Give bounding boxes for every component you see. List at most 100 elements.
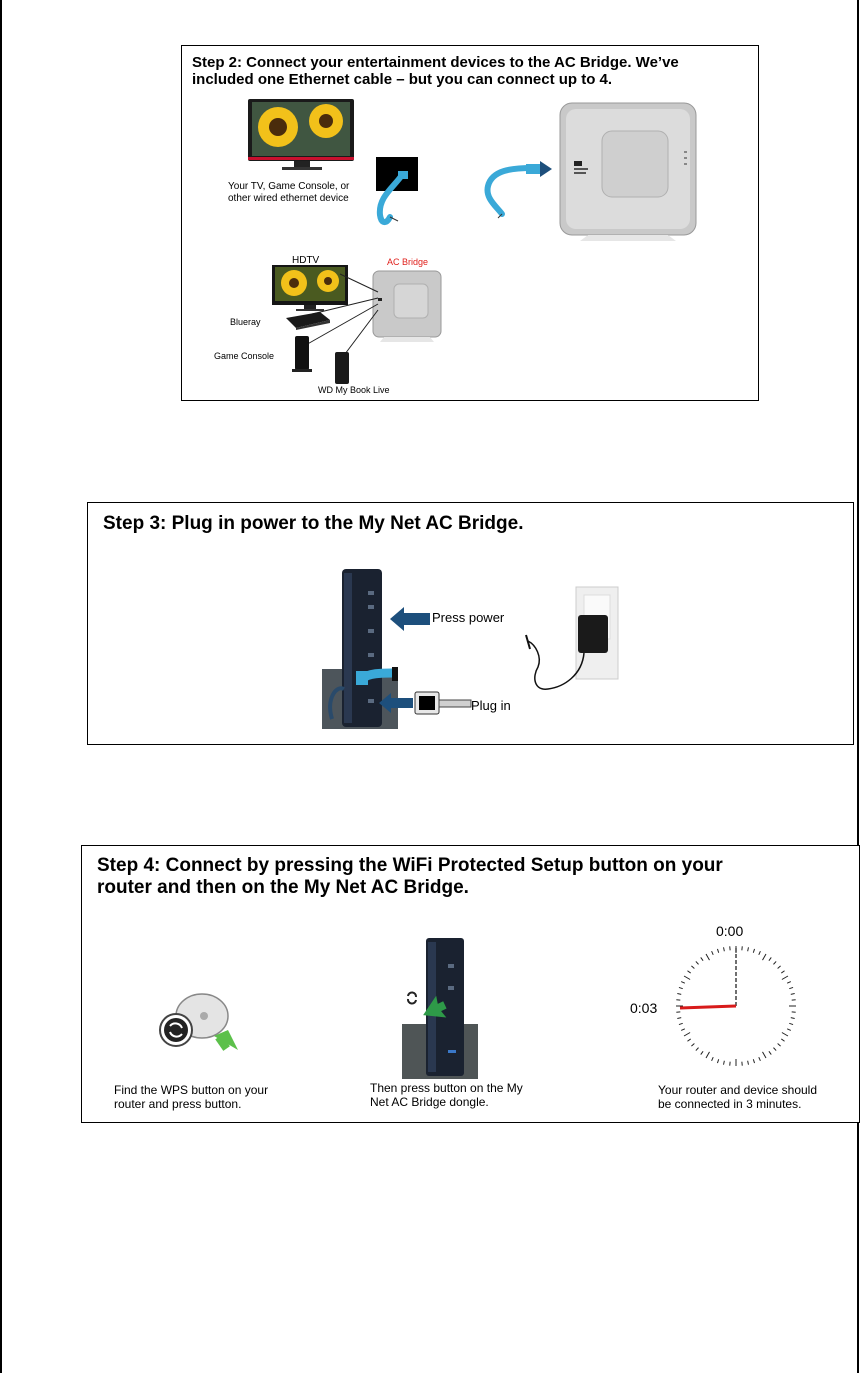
clock-tick [747,947,749,952]
clock-tick [705,953,710,961]
clock-tick [768,1051,772,1055]
tv-caption-line2: other wired ethernet device [228,193,349,204]
clock-tick [773,961,777,965]
ethernet-cable-with-arrow-image [484,161,552,219]
clock-tick [786,981,792,984]
ethernet-cable-into-port-image [376,157,418,225]
clock-tick [677,1017,682,1019]
clock-tick [716,1059,720,1064]
clock-tick [678,986,683,990]
clock-tick [762,953,767,961]
clock-tick [777,1043,781,1047]
bridge-wps-press-image [402,938,478,1079]
clock-tick [695,961,699,965]
step4-caption-clock: Your router and device should be connect… [658,1083,817,1112]
label-press-power: Press power [432,610,505,625]
wd-my-book-image [335,352,349,384]
clock-tick [691,1043,695,1047]
step4-caption-wps-line2: router and press button. [114,1097,242,1112]
page-edge-left [0,0,2,1373]
game-console-image [292,336,312,372]
clock-tick [752,1059,756,1064]
clock-tick [781,975,789,980]
clock-tick [677,993,682,995]
hdtv-image [272,265,348,311]
label-hdtv: HDTV [292,255,320,266]
connection-lines [303,273,379,359]
clock-tick [687,1038,691,1042]
step4-title: Step 4: Connect by pressing the WiFi Pro… [97,855,857,899]
clock-tick [781,970,785,974]
clock-tick [786,1028,792,1031]
clock-tick [680,1028,686,1031]
step4-caption-wps: Find the WPS button on your router and p… [114,1083,268,1112]
step3-title: Step 3: Plug in power to the My Net AC B… [103,513,524,534]
clock-tick [752,948,756,953]
clock-tick [716,948,720,953]
step2-title-line2: included one Ethernet cable – but you ca… [192,71,613,89]
clock-tick [700,1051,704,1055]
clock-tick [691,965,695,969]
clock-tick [711,1056,714,1062]
clock-tick [723,1060,725,1065]
step4-title-line2: router and then on the My Net AC Bridge. [97,876,469,898]
step2-title: Step 2: Connect your entertainment devic… [192,54,752,89]
step4-title-line1: Step 4: Connect by pressing the WiFi Pro… [97,855,723,876]
label-game-console: Game Console [214,351,275,361]
clock-tick [789,986,794,990]
step4-caption-bridge-line1: Then press button on the My [370,1081,523,1095]
clock-tick [747,1060,749,1065]
plug-in-arrow [379,693,413,713]
clock-tick [781,1038,785,1042]
wps-router-icon [159,993,238,1051]
page-edge-right [857,0,859,1373]
clock-tick [700,957,704,961]
label-plug-in: Plug in [471,698,511,713]
clock-tick [723,947,725,952]
clock-tick [781,1032,789,1037]
clock-tick [768,957,772,961]
blueray-player-image [286,312,330,330]
clock-tick [762,1051,767,1059]
clock-tick [683,1032,691,1037]
ac-bridge-small-image [372,270,442,342]
step3-panel: Step 3: Plug in power to the My Net AC B… [87,502,854,745]
countdown-clock [676,946,796,1066]
clock-tick [773,1047,777,1051]
clock-label-0-00: 0:00 [716,923,744,939]
step4-caption-clock-line1: Your router and device should [658,1083,817,1097]
ac-bridge-device-image [559,102,697,241]
clock-tick [789,1022,794,1026]
clock-tick [711,950,714,956]
clock-tick [758,950,761,956]
clock-label-0-03: 0:03 [630,1000,658,1016]
clock-tick [777,965,781,969]
step4-caption-bridge-line2: Net AC Bridge dongle. [370,1095,489,1110]
step2-panel: Step 2: Connect your entertainment devic… [181,45,759,401]
label-wd-my-book-live: WD My Book Live [318,385,390,395]
clock-tick [680,981,686,984]
step4-panel: Step 4: Connect by pressing the WiFi Pro… [81,845,860,1123]
clock-tick [790,1017,795,1019]
tv-caption: Your TV, Game Console, or other wired et… [228,181,349,205]
tall-router-image [322,569,398,729]
step4-caption-clock-line2: be connected in 3 minutes. [658,1097,802,1112]
clock-tick [683,975,691,980]
clock-tick [705,1051,710,1059]
tv-caption-line1: Your TV, Game Console, or [228,181,350,192]
clock-tick [695,1047,699,1051]
clock-tick [758,1056,761,1062]
clock-tick [678,1022,683,1026]
clock-tick [687,970,691,974]
label-ac-bridge: AC Bridge [387,257,429,267]
label-blueray: Blueray [230,317,261,327]
clock-tick [790,993,795,995]
wall-power-adapter-image [525,586,619,690]
power-plug-image [414,691,472,715]
press-power-arrow [390,607,430,631]
tv-sunflower-image [248,99,354,170]
step2-title-line1: Step 2: Connect your entertainment devic… [192,54,679,71]
clock-hand [679,1004,737,1010]
step4-caption-bridge: Then press button on the My Net AC Bridg… [370,1081,523,1110]
step4-caption-wps-line1: Find the WPS button on your [114,1083,269,1097]
